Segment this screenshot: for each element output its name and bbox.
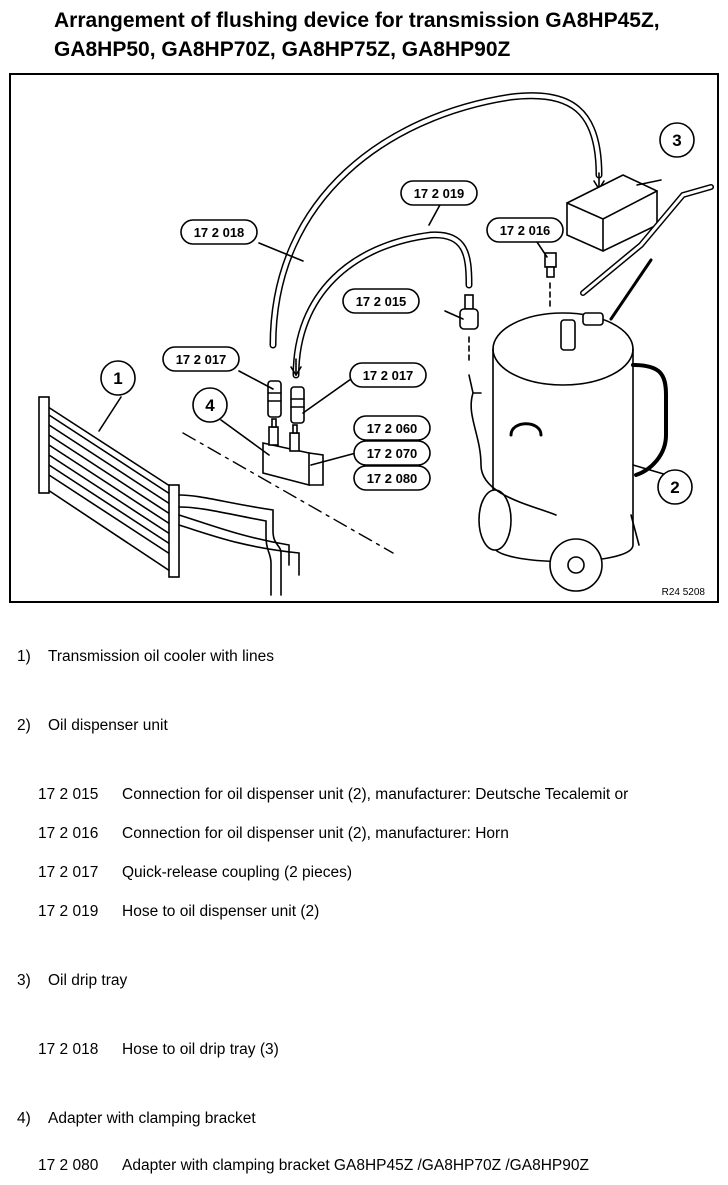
legend-item-1-label: Transmission oil cooler with lines [48, 648, 274, 665]
part-code: 17 2 015 [38, 786, 99, 803]
number-3-text: 3 [672, 131, 681, 150]
connection-172015 [459, 294, 479, 362]
part-desc: Adapter with clamping bracket GA8HP45Z /… [122, 1157, 589, 1174]
leader-1 [98, 396, 122, 432]
part-code: 17 2 080 [38, 1157, 99, 1174]
diagram-drawing: 17 2 018 17 2 019 17 2 016 17 2 015 17 2… [38, 92, 714, 598]
callout-172017-left [162, 346, 240, 372]
legend-item-3-label: Oil drip tray [48, 972, 128, 989]
title-line-1: Arrangement of flushing device for trans… [54, 9, 660, 32]
flushing-device-diagram: 17 2 018 17 2 019 17 2 016 17 2 015 17 2… [9, 73, 719, 603]
legend-item-2-index: 2) [17, 717, 31, 734]
callout-172017-right [349, 362, 427, 388]
number-2-text: 2 [670, 478, 679, 497]
oil-cooler [38, 396, 300, 596]
part-code: 17 2 016 [38, 825, 99, 842]
callout-172017-left-text: 17 2 017 [176, 352, 227, 367]
adapter-with-clamp [262, 418, 324, 487]
callout-172070-text: 17 2 070 [367, 446, 418, 461]
leader-2 [632, 464, 668, 476]
quick-release-couplings [267, 380, 305, 424]
legend-item-4-index: 4) [17, 1110, 31, 1127]
part-desc: Hose to oil dispenser unit (2) [122, 903, 320, 920]
title-line-2: GA8HP50, GA8HP70Z, GA8HP75Z, GA8HP90Z [54, 38, 511, 61]
oil-dispenser-unit [468, 312, 668, 592]
connection-172016 [544, 252, 557, 310]
part-desc: Hose to oil drip tray (3) [122, 1041, 279, 1058]
number-2-circle [657, 469, 693, 505]
callout-172080-text: 17 2 080 [367, 471, 418, 486]
number-4-text: 4 [205, 396, 215, 415]
callout-172017-right-text: 17 2 017 [363, 368, 414, 383]
callout-172018-text: 17 2 018 [194, 225, 245, 240]
legend-item-1-index: 1) [17, 648, 31, 665]
legend-item-3-index: 3) [17, 972, 31, 989]
callout-172019 [400, 180, 478, 206]
figure-reference: R24 5208 [662, 587, 706, 598]
page-title: Arrangement of flushing device for trans… [54, 6, 724, 64]
callout-172070 [353, 440, 431, 466]
part-desc: Connection for oil dispenser unit (2), m… [122, 825, 509, 842]
callout-172016 [486, 217, 564, 243]
oil-drip-tray [566, 174, 658, 252]
number-1-circle [100, 360, 136, 396]
callout-172015-text: 17 2 015 [356, 294, 407, 309]
part-code: 17 2 019 [38, 903, 99, 920]
leader-adapter-codes [310, 452, 357, 466]
number-4-circle [192, 387, 228, 423]
callout-172080 [353, 465, 431, 491]
callout-172060 [353, 415, 431, 441]
leader-172017b [302, 378, 352, 414]
leader-172015 [444, 310, 464, 320]
legend-item-2-label: Oil dispenser unit [48, 717, 168, 734]
leader-172017a [238, 370, 274, 390]
part-desc: Connection for oil dispenser unit (2), m… [122, 786, 629, 803]
legend-item-4-label: Adapter with clamping bracket [48, 1110, 256, 1127]
callout-172019-text: 17 2 019 [414, 186, 465, 201]
callout-172016-text: 17 2 016 [500, 223, 551, 238]
leader-172018 [258, 242, 304, 262]
part-code: 17 2 017 [38, 864, 99, 881]
number-3-circle [659, 122, 695, 158]
leader-3 [636, 179, 662, 186]
leader-172019 [428, 202, 442, 226]
number-1-text: 1 [113, 369, 122, 388]
leader-4 [220, 419, 270, 456]
part-code: 17 2 018 [38, 1041, 99, 1058]
part-desc: Quick-release coupling (2 pieces) [122, 864, 353, 881]
callout-172015 [342, 288, 420, 314]
callout-172018 [180, 219, 258, 245]
callout-172060-text: 17 2 060 [367, 421, 418, 436]
centre-line [182, 432, 394, 554]
